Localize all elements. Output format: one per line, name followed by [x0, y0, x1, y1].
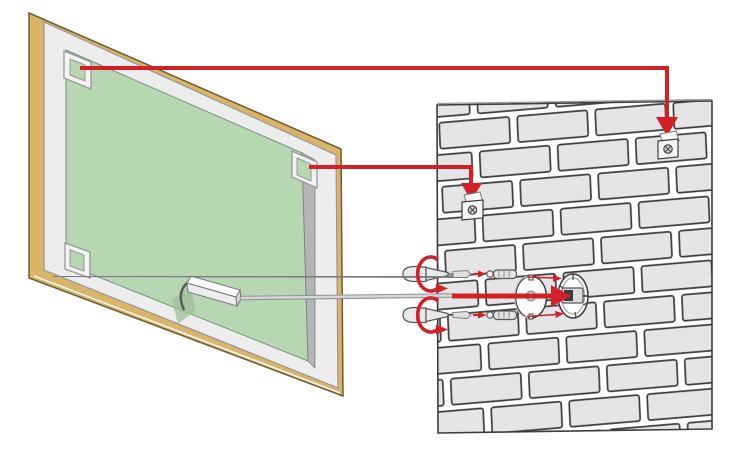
arrowhead-down-icon: [461, 183, 482, 201]
screw-tip-icon: [452, 311, 472, 319]
junction-box-icon: [557, 273, 589, 319]
cap-align-arrow-bottom-icon: [526, 311, 564, 318]
screw-and-plug-bottom: [402, 296, 518, 335]
screw-and-plug-top: [52, 255, 518, 294]
power-box-shadow: [172, 286, 196, 324]
wall-plug-icon: [492, 269, 518, 280]
screw-head-icon: [402, 306, 420, 324]
power-box-icon: [179, 275, 242, 311]
cable-insert-arrow: [452, 285, 571, 307]
mirror-edge-strip: [301, 152, 316, 369]
rotation-arrow-icon: [415, 255, 440, 293]
plug-collar-icon: [486, 270, 494, 278]
screw-tip-icon: [52, 270, 472, 278]
framed-mirror-back-icon: [28, 11, 344, 398]
corner-bracket-bottom-left-icon: [64, 242, 91, 279]
leader-arrow-right-bracket: [309, 165, 482, 201]
wall-plug-icon: [492, 310, 518, 321]
arrowhead-right-icon: [551, 285, 571, 307]
wall-bricks: [437, 101, 712, 433]
plug-collar-icon: [486, 311, 494, 319]
brick-wall-icon: [436, 98, 713, 434]
rotation-arrow-icon: [415, 296, 440, 334]
wall-bracket-left-icon: [461, 191, 484, 221]
wall-outline: [436, 100, 713, 434]
mains-cable: [240, 293, 453, 301]
screw-body-icon: [425, 307, 449, 323]
arrowhead-down-icon: [656, 117, 678, 136]
corner-bracket-top-left-icon: [63, 50, 92, 90]
wall-bracket-right-icon: [657, 130, 680, 160]
corner-bracket-right-icon: [291, 150, 318, 189]
leader-arrow-top-bracket: [80, 66, 678, 136]
frame-bottom-highlight: [33, 275, 341, 394]
cap-align-arrow-top-icon: [526, 274, 562, 282]
